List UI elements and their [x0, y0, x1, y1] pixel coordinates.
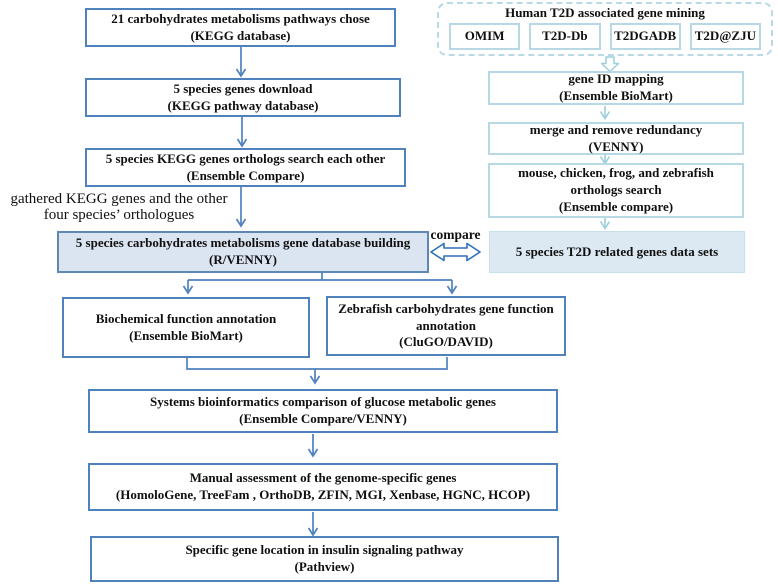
box-line: 5 species genes download	[173, 80, 313, 96]
source-box-t2dgadb: T2DGADB	[609, 23, 681, 50]
box-line: (Ensemble BioMart)	[559, 88, 673, 103]
flow-box-merge-redundancy: merge and remove redundancy (VENNY)	[488, 122, 744, 155]
arrowhead	[446, 285, 458, 295]
arrowhead	[599, 221, 611, 230]
merge-connector-annotations	[186, 357, 448, 381]
flow-box-systems-comparison: Systems bioinformatics comparison of glu…	[88, 389, 558, 433]
box-line: 21 carbohydrates metabolisms pathways ch…	[111, 10, 370, 26]
flow-box-orthologs-search: 5 species KEGG genes orthologs search ea…	[85, 148, 406, 187]
box-line: mouse, chicken, frog, and zebrafish	[518, 165, 714, 181]
box-line: (Ensemble Compare/VENNY)	[239, 411, 407, 426]
source-box-t2d-zju: T2D@ZJU	[689, 23, 761, 50]
arrowhead	[236, 138, 248, 148]
note-line: four species’ orthologues	[43, 207, 195, 224]
source-box-omim: OMIM	[449, 23, 521, 50]
flow-box-database-building: 5 species carbohydrates metabolisms gene…	[57, 231, 429, 273]
flow-box-t2d-gene-datasets: 5 species T2D related genes data sets	[489, 231, 745, 273]
box-line: (KEGG pathway database)	[167, 97, 319, 113]
arrowhead	[235, 68, 247, 78]
blue-arrows	[182, 47, 458, 537]
arrowhead	[307, 527, 319, 537]
hollow-down-arrow	[600, 56, 620, 73]
box-line: Zebrafish carbohydrates gene function an…	[338, 300, 554, 333]
arrowhead	[307, 448, 319, 458]
box-line: gene ID mapping	[568, 71, 664, 87]
source-databases-row: OMIM T2D-Db T2DGADB T2D@ZJU	[439, 21, 771, 50]
flow-box-pathways-chosen: 21 carbohydrates metabolisms pathways ch…	[85, 8, 396, 47]
box-line: (Ensemble compare)	[558, 198, 674, 214]
box-line: Manual assessment of the genome-specific…	[189, 470, 457, 486]
box-line: (HomoloGene, TreeFam , OrthoDB, ZFIN, MG…	[115, 487, 531, 502]
flow-box-genes-download: 5 species genes download (KEGG pathway d…	[85, 78, 401, 117]
box-line: (CluGO/DAVID)	[399, 334, 493, 350]
box-line: Biochemical function annotation	[95, 310, 277, 326]
box-line: Specific gene location in insulin signal…	[185, 542, 464, 558]
group-title: Human T2D associated gene mining	[505, 5, 705, 20]
arrowhead	[235, 218, 247, 228]
box-line: (Pathview)	[294, 559, 355, 574]
box-line: (KEGG database)	[190, 27, 291, 43]
arrowhead	[309, 375, 321, 385]
split-connector-b4	[187, 273, 453, 291]
flow-box-species-orthologs-search: mouse, chicken, frog, and zebrafish orth…	[488, 163, 744, 218]
human-t2d-mining-group: Human T2D associated gene mining OMIM T2…	[437, 2, 773, 56]
compare-double-arrow	[430, 242, 481, 262]
gathered-genes-note: gathered KEGG genes and the other four s…	[0, 191, 238, 223]
note-line: gathered KEGG genes and the other	[10, 191, 228, 207]
box-line: 5 species T2D related genes data sets	[515, 243, 719, 259]
box-line: (Ensemble BioMart)	[129, 327, 243, 343]
box-line: Systems bioinformatics comparison of glu…	[150, 394, 496, 410]
box-line: 5 species carbohydrates metabolisms gene…	[75, 235, 411, 251]
box-line: (VENNY)	[588, 138, 644, 154]
flow-box-gene-id-mapping: gene ID mapping (Ensemble BioMart)	[488, 71, 744, 105]
arrowhead	[599, 111, 611, 120]
arrowhead	[182, 285, 194, 295]
source-box-t2d-db: T2D-Db	[529, 23, 601, 50]
box-line: orthologs search	[570, 182, 662, 198]
flow-box-biochemical-annotation: Biochemical function annotation (Ensembl…	[62, 297, 310, 358]
compare-label: compare	[430, 227, 481, 242]
box-line: merge and remove redundancy	[529, 121, 703, 137]
flow-box-zebrafish-annotation: Zebrafish carbohydrates gene function an…	[326, 296, 566, 356]
box-line: (R/VENNY)	[209, 252, 277, 267]
box-line: (Ensemble Compare)	[186, 167, 305, 183]
box-line: 5 species KEGG genes orthologs search ea…	[105, 150, 386, 166]
flow-box-gene-location: Specific gene location in insulin signal…	[90, 536, 559, 582]
cyan-arrows	[599, 106, 611, 230]
flow-box-manual-assessment: Manual assessment of the genome-specific…	[88, 463, 558, 511]
